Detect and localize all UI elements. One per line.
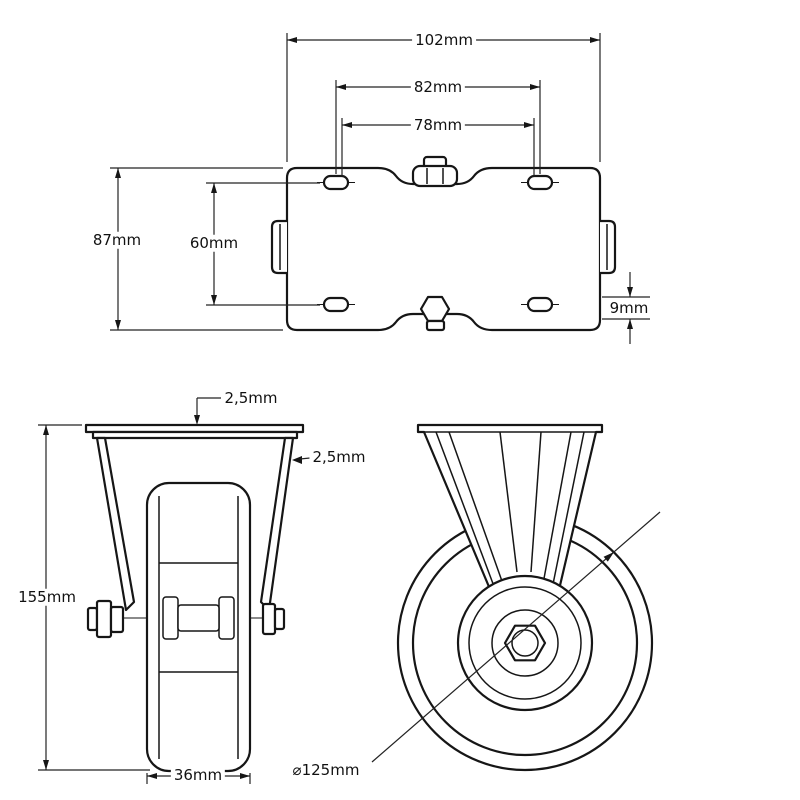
arrowhead xyxy=(240,773,250,779)
dim-label-plate-depth: 87mm xyxy=(89,232,145,249)
arrowhead xyxy=(530,84,540,90)
fork-rib xyxy=(530,431,542,573)
bracket-flange xyxy=(91,430,299,440)
bracket-leg-right xyxy=(259,436,295,612)
arrowhead xyxy=(524,122,534,128)
axle-bore xyxy=(511,629,539,657)
dim-label-total-height: 155mm xyxy=(15,589,79,606)
arrowhead xyxy=(627,287,633,297)
mounting-slot xyxy=(526,174,554,191)
dim-label-edge-offset: 9mm xyxy=(606,300,652,317)
arrowhead xyxy=(194,415,200,425)
arrowhead xyxy=(43,760,49,770)
dim-label-bracket-thickness: 2,5mm xyxy=(309,449,369,466)
bracket-leg-left xyxy=(95,436,136,612)
leader-line xyxy=(299,457,311,460)
arrowhead xyxy=(292,456,302,464)
kingpin-nut xyxy=(411,164,459,188)
axle-bolt-head xyxy=(95,599,113,639)
fork-rib xyxy=(448,431,504,585)
axle-nut xyxy=(261,602,277,636)
hub-boss xyxy=(162,596,179,640)
mounting-slot xyxy=(526,296,554,313)
hub-inner-circle xyxy=(491,609,559,677)
dim-label-bolt-width: 82mm xyxy=(410,79,466,96)
arrowhead xyxy=(115,320,121,330)
bottom-nut xyxy=(419,295,451,323)
arrowhead xyxy=(342,122,352,128)
arrowhead xyxy=(287,37,297,43)
mounting-slot xyxy=(322,174,350,191)
mounting-slot xyxy=(322,296,350,313)
hub-boss xyxy=(218,596,235,640)
axle-bolt-head xyxy=(86,606,99,632)
axle-nut-tip xyxy=(273,607,286,631)
hub-center xyxy=(177,604,220,632)
dim-label-wheel-width: 36mm xyxy=(170,767,226,784)
fork-rib xyxy=(542,431,572,585)
dim-label-bolt-depth: 60mm xyxy=(186,235,242,252)
hub-circle xyxy=(468,586,582,700)
front-view xyxy=(38,397,311,784)
fork-rib xyxy=(435,431,496,590)
arrowhead xyxy=(590,37,600,43)
bottom-bolt-tab xyxy=(425,319,446,332)
top-view xyxy=(110,33,650,344)
dim-label-wheel-diameter: ⌀125mm xyxy=(289,762,363,779)
arrowhead xyxy=(43,425,49,435)
fork-rib xyxy=(551,431,585,590)
arrowhead xyxy=(211,183,217,193)
fork-rib xyxy=(499,431,518,573)
arrowhead xyxy=(627,319,633,329)
arrowhead xyxy=(147,773,157,779)
arrowhead xyxy=(211,295,217,305)
side-view xyxy=(371,423,661,772)
dim-label-plate-width: 102mm xyxy=(412,32,476,49)
axle-washer xyxy=(109,605,125,634)
dim-label-inner-width: 78mm xyxy=(410,117,466,134)
dim-label-plate-thickness: 2,5mm xyxy=(221,390,281,407)
arrowhead xyxy=(115,168,121,178)
arrowhead xyxy=(336,84,346,90)
arrowhead xyxy=(603,552,614,562)
